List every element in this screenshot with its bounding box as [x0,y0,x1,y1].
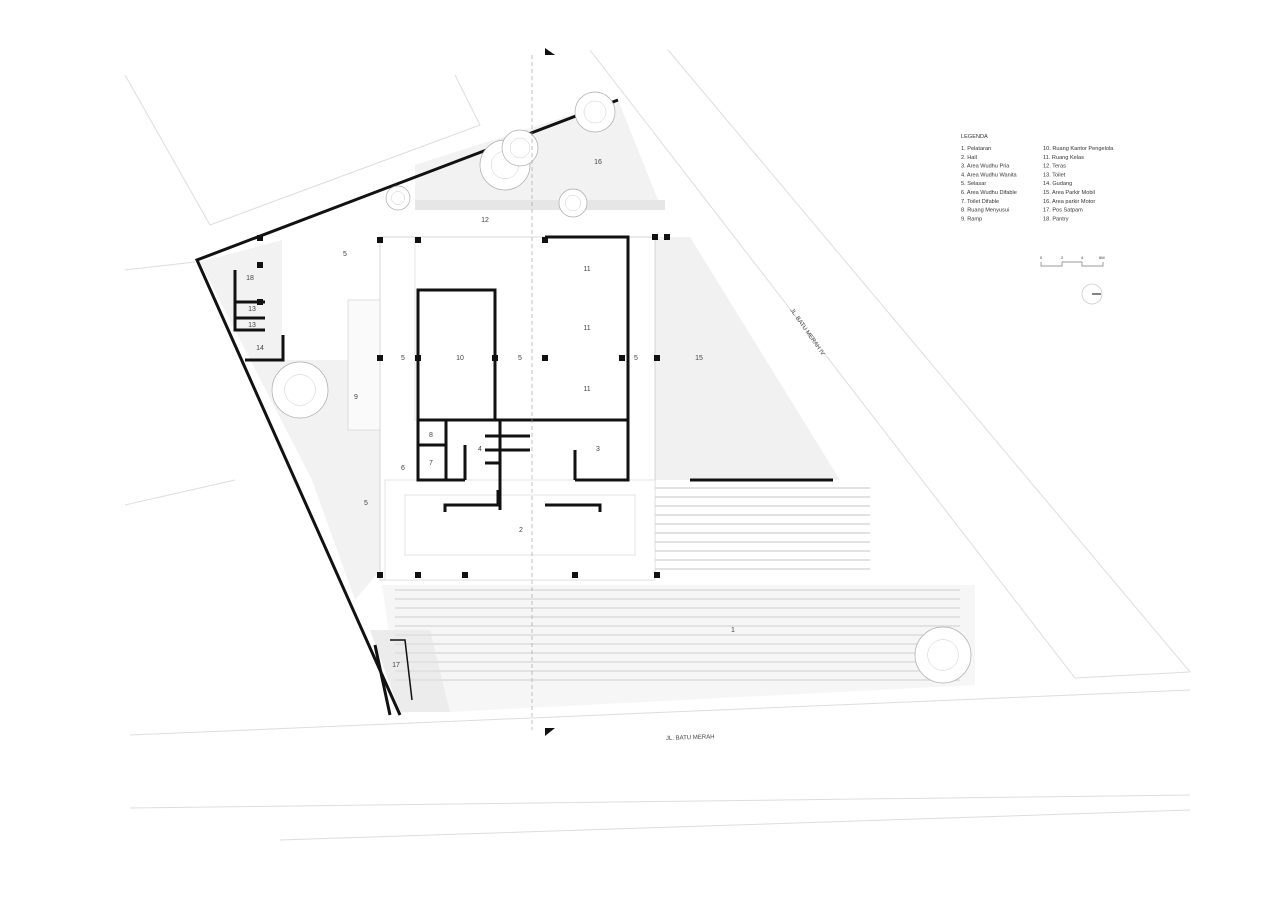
legend-item: 14. Gudang [1043,181,1072,187]
room-label: 3 [596,446,600,453]
north-arrow-icon [1081,283,1103,305]
column [257,262,263,268]
room-label: 6 [401,465,405,472]
column [492,355,498,361]
column [619,355,625,361]
legend-item: 17. Pos Satpam [1043,208,1083,214]
legend-item: 9. Ramp [961,216,982,222]
column [654,572,660,578]
street-label-east: JL. BATU MERAH IV [788,308,825,357]
column [257,299,263,305]
room-label: 5 [634,355,638,362]
room-label: 11 [583,266,590,273]
section-line [531,48,555,736]
room-label: 7 [429,460,433,467]
tree-icon [914,626,972,684]
legend-item: 7. Toilet Difable [961,199,999,205]
column [664,234,670,240]
room-label: 18 [246,275,254,282]
room-label: 11 [583,325,590,332]
room-label: 13 [248,322,256,329]
room-label: 17 [392,662,400,669]
legend-item: 3. Area Wudhu Pria [961,164,1010,170]
parking-car-area [655,237,840,480]
room-label: 5 [401,355,405,362]
scale-tick-6m: 6M [1099,255,1105,260]
road-lines [124,49,1191,841]
room-label: 14 [256,345,264,352]
scale-tick-2: 2 [1061,255,1064,260]
room-label: 1 [731,627,735,634]
room-label: 13 [248,306,256,313]
tree-icon [558,188,588,218]
room-label: 8 [429,432,433,439]
column [377,572,383,578]
column [462,572,468,578]
room-label: 16 [594,159,602,166]
scale-tick-0: 0 [1040,255,1043,260]
room-label: 12 [481,217,489,224]
legend-item: 8. Ruang Menyusui [961,208,1009,214]
legend-title: LEGENDA [961,134,988,140]
legend-item: 12. Teras [1043,164,1066,170]
tree-icon [574,91,616,133]
legend-item: 5. Selasar [961,181,986,187]
column [415,572,421,578]
legend-item: 10. Ruang Kantor Pengelola [1043,146,1114,152]
column [377,355,383,361]
tree-icon [501,129,539,167]
scale-bar: 0 2 4 6M [1040,255,1105,267]
column [415,237,421,243]
room-label: 2 [519,527,523,534]
legend-item: 16. Area parkir Motor [1043,199,1095,205]
room-label: 5 [343,251,347,258]
forecourt-area [382,585,975,712]
room-label: 5 [364,500,368,507]
building-outline [347,236,656,581]
column [415,355,421,361]
scale-tick-4: 4 [1081,255,1084,260]
column [542,355,548,361]
columns [257,234,670,578]
tree-icon [271,361,329,419]
room-label: 11 [583,386,590,393]
legend: LEGENDA 1. Pelataran 2. Hall 3. Area Wudhu… [961,134,1114,222]
legend-item: 11. Ruang Kelas [1043,155,1084,161]
walls [194,98,833,716]
column [652,234,658,240]
column [654,355,660,361]
column [257,235,263,241]
trees [271,91,972,684]
legend-item: 2. Hall [961,155,977,161]
column [572,572,578,578]
column [542,237,548,243]
room-label: 10 [456,355,464,362]
legend-item: 18. Pantry [1043,216,1069,222]
room-label: 5 [518,355,522,362]
legend-item: 1. Pelataran [961,146,991,152]
legend-item: 4. Area Wudhu Wanita [961,172,1018,178]
room-label: 15 [695,355,703,362]
tree-icon [385,185,411,211]
column [377,237,383,243]
legend-item: 13. Toilet [1043,172,1066,178]
room-label: 4 [478,446,482,453]
legend-item: 6. Area Wudhu Difable [961,190,1017,196]
legend-item: 15. Area Parkir Mobil [1043,190,1095,196]
street-label-south: JL. BATU MERAH [666,734,715,742]
room-label: 9 [354,394,358,401]
